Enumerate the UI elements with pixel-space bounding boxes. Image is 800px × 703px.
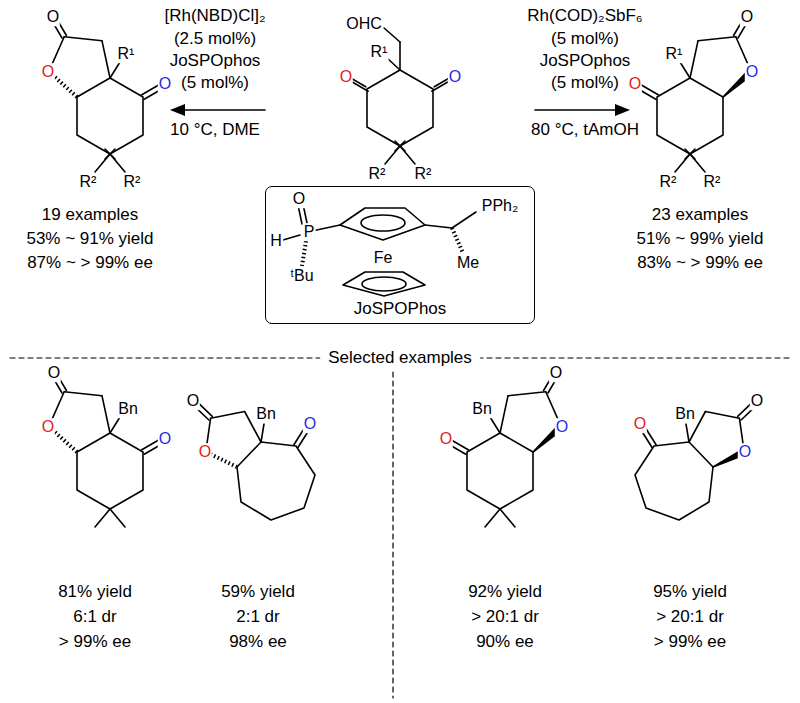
atom-label: Bn <box>117 400 139 418</box>
atom-label: R¹ <box>117 45 136 63</box>
atom-label: R² <box>414 165 433 183</box>
atom-label: O <box>738 443 752 461</box>
atom-label: Bn <box>471 400 493 418</box>
reaction-condition: (2.5 mol%) <box>173 30 257 49</box>
atom-label: O <box>158 430 172 448</box>
result-note: 90% ee <box>475 633 535 652</box>
atom-label: O <box>448 68 462 86</box>
reaction-condition: (5 mol%) <box>180 74 250 93</box>
result-note: 53% ~ 91% yield <box>25 230 154 249</box>
ligand-name: JoSPOPhos <box>352 300 449 319</box>
result-note: 81% yield <box>57 583 133 602</box>
atom-label: O <box>628 75 642 93</box>
reaction-condition: (5 mol%) <box>550 30 620 49</box>
atom-label: ᵗBu <box>289 267 314 285</box>
atom-label: OHC <box>345 15 383 33</box>
atom-label: O <box>303 415 317 433</box>
section-heading: Selected examples <box>320 349 480 368</box>
result-note: > 20:1 dr <box>470 608 540 627</box>
result-note: 51% ~ 99% yield <box>635 230 764 249</box>
atom-label: R² <box>703 173 722 191</box>
atom-label: O <box>549 364 563 382</box>
result-note: 92% yield <box>467 583 543 602</box>
atom-label: O <box>41 63 55 81</box>
atom-label: R² <box>368 165 387 183</box>
reaction-condition: JoSPOphos <box>539 52 632 71</box>
result-note: 98% ee <box>228 633 288 652</box>
result-note: 19 examples <box>41 206 139 225</box>
atom-label: O <box>439 430 453 448</box>
reaction-condition: Rh(COD)₂SbF₆ <box>526 7 643 26</box>
atom-label: O <box>46 8 60 26</box>
result-note: 23 examples <box>651 206 749 225</box>
result-note: > 99% ee <box>58 633 132 652</box>
atom-label: O <box>158 75 172 93</box>
reaction-condition: 10 °C, DME <box>169 121 261 140</box>
atom-label: R² <box>659 173 678 191</box>
result-note: 87% ~ > 99% ee <box>26 254 154 273</box>
atom-label: O <box>47 364 61 382</box>
atom-label: R² <box>123 173 142 191</box>
atom-label: R² <box>79 173 98 191</box>
atom-label: H <box>269 232 283 250</box>
result-note: 95% yield <box>652 583 728 602</box>
atom-label: O <box>745 63 759 81</box>
result-note: 59% yield <box>220 583 296 602</box>
result-note: 83% ~ > 99% ee <box>636 254 764 273</box>
atom-label: O <box>555 418 569 436</box>
atom-label: O <box>186 392 200 410</box>
atom-label: O <box>292 190 306 208</box>
atom-label: Bn <box>255 405 277 423</box>
reaction-condition: JoSPOphos <box>169 52 262 71</box>
atom-label: Fe <box>373 249 394 267</box>
result-note: 6:1 dr <box>72 608 117 627</box>
atom-label: PPh₂ <box>481 197 519 215</box>
atom-label: R¹ <box>665 45 684 63</box>
atom-label: Me <box>456 254 480 272</box>
atom-label: P <box>303 223 316 241</box>
reaction-condition: 80 °C, tAmOH <box>530 121 640 140</box>
atom-label: O <box>633 415 647 433</box>
reaction-condition: (5 mol%) <box>550 74 620 93</box>
result-note: 2:1 dr <box>235 608 280 627</box>
atom-label: O <box>750 392 764 410</box>
reaction-condition: [Rh(NBD)Cl]₂ <box>163 7 266 26</box>
atom-label: O <box>740 8 754 26</box>
atom-label: R¹ <box>370 43 389 61</box>
atom-label: O <box>198 443 212 461</box>
result-note: > 20:1 dr <box>655 608 725 627</box>
atom-label: Bn <box>674 405 696 423</box>
atom-label: O <box>339 68 353 86</box>
result-note: > 99% ee <box>653 633 727 652</box>
atom-label: O <box>41 418 55 436</box>
